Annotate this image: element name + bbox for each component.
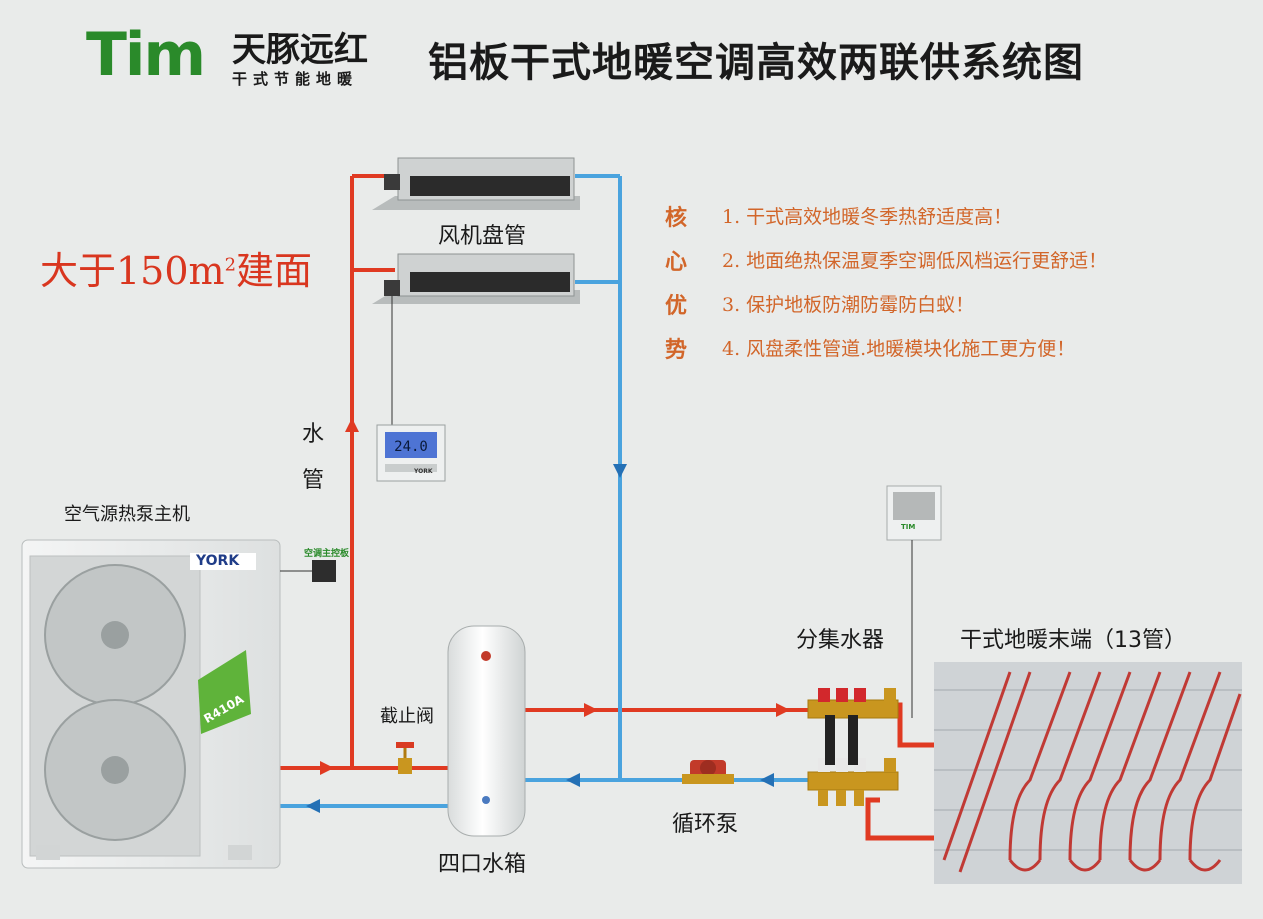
brand-tagline: 干式节能地暖 — [232, 70, 359, 88]
area-note: 大于150m2建面 — [40, 240, 312, 295]
water-tank-label: 四口水箱 — [438, 852, 527, 877]
manifold-label: 分集水器 — [796, 628, 885, 653]
heat-pump-unit — [21, 539, 281, 869]
area-note-sup: 2 — [224, 254, 237, 276]
floor-thermostat — [886, 485, 942, 541]
floor-end-label: 干式地暖末端（13管） — [960, 628, 1186, 653]
adv-item-2: 2. 地面绝热保温夏季空调低风档运行更舒适！ — [722, 250, 1108, 272]
fan-coil-upper — [372, 157, 580, 210]
adv-side-char-3: 优 — [665, 293, 688, 319]
area-note-suffix: 建面 — [236, 249, 313, 293]
york-logo: YORK — [196, 553, 240, 569]
circulation-pump — [682, 760, 734, 784]
diagram-title: 铝板干式地暖空调高效两联供系统图 — [428, 40, 1084, 86]
shutoff-valve — [396, 742, 414, 774]
main-control-label: 空调主控板 — [304, 549, 350, 559]
fan-coil-lower — [372, 253, 580, 304]
brand-name: 天豚远红 — [232, 30, 368, 70]
shutoff-valve-label: 截止阀 — [380, 706, 434, 727]
supply-arrows — [320, 418, 790, 775]
water-pipe-label-2: 管 — [302, 468, 325, 493]
brand-logo: Tim — [86, 20, 206, 90]
water-pipe-label-1: 水 — [302, 422, 325, 447]
adv-item-3: 3. 保护地板防潮防霉防白蚁！ — [722, 294, 975, 316]
adv-item-4: 4. 风盘柔性管道.地暖模块化施工更方便！ — [722, 338, 1076, 360]
heat-pump-label: 空气源热泵主机 — [64, 504, 190, 525]
supply-pipes — [280, 174, 935, 841]
wall-thermostat — [376, 424, 446, 482]
adv-item-1: 1. 干式高效地暖冬季热舒适度高！ — [722, 206, 1013, 228]
floor-heating-terminal — [934, 662, 1242, 884]
circulation-pump-label: 循环泵 — [672, 812, 739, 837]
water-tank — [447, 625, 526, 837]
thermostat-display: 24.0 — [394, 439, 428, 455]
adv-side-char-4: 势 — [665, 337, 688, 363]
thermostat-brand: YORK — [414, 468, 433, 475]
area-note-prefix: 大于150m — [40, 249, 225, 293]
main-control-board — [280, 560, 336, 582]
floor-thermostat-brand: TIM — [901, 523, 916, 531]
adv-side-char-2: 心 — [665, 249, 688, 275]
floor-return-loop — [865, 797, 935, 841]
fan-coil-label: 风机盘管 — [438, 224, 527, 249]
adv-side-char-1: 核 — [665, 205, 688, 231]
manifold — [807, 688, 899, 806]
return-arrows — [306, 464, 774, 813]
